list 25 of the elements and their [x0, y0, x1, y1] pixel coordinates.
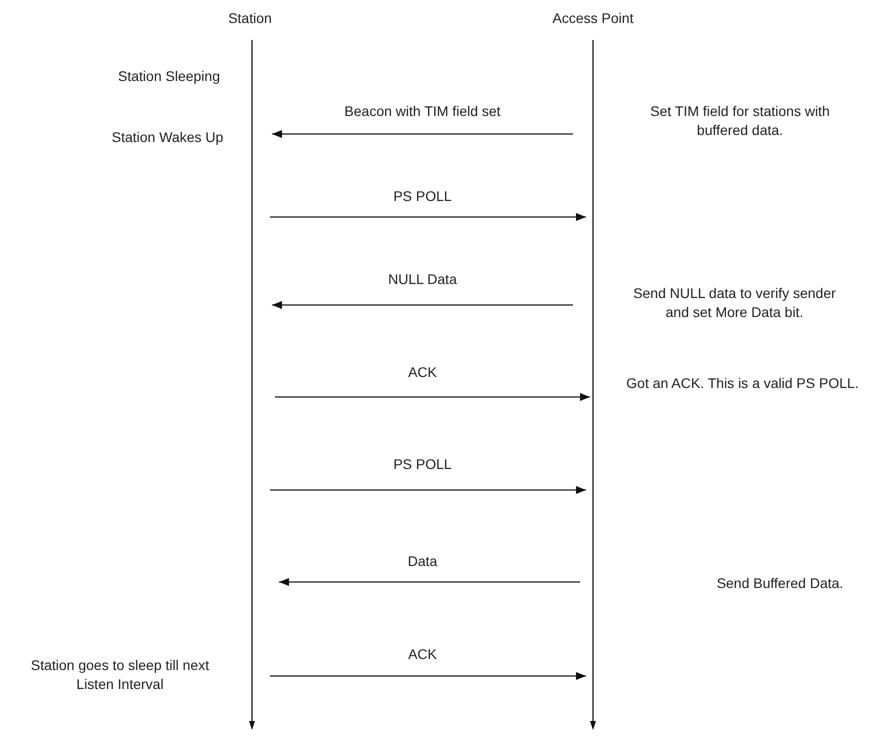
message-label: ACK — [407, 645, 438, 664]
message-arrow — [275, 393, 590, 401]
message-arrow — [272, 130, 573, 138]
lifeline-header: Station — [200, 8, 300, 28]
lifeline — [590, 40, 596, 730]
note: Set TIM field for stations with buffered data. — [649, 102, 831, 140]
note: Station goes to sleep till next Listen Interval — [30, 656, 210, 694]
message-label: PS POLL — [392, 455, 453, 474]
note: Send Buffered Data. — [716, 574, 844, 593]
message-label: PS POLL — [392, 187, 453, 206]
note: Send NULL data to verify sender and set More Data bit. — [632, 284, 837, 322]
message-label: Beacon with TIM field set — [343, 102, 502, 121]
message-arrow — [270, 213, 586, 221]
lifeline-header: Access Point — [533, 8, 653, 28]
message-arrow — [270, 486, 586, 494]
message-arrow — [279, 578, 580, 586]
message-label: NULL Data — [387, 270, 458, 289]
message-label: ACK — [407, 363, 438, 382]
lifeline — [249, 40, 255, 730]
note: Station Wakes Up — [110, 128, 224, 147]
message-label: Data — [406, 552, 438, 571]
note: Got an ACK. This is a valid PS POLL. — [625, 374, 860, 393]
note: Station Sleeping — [117, 67, 221, 86]
message-arrow — [272, 301, 573, 309]
message-arrow — [270, 672, 586, 680]
